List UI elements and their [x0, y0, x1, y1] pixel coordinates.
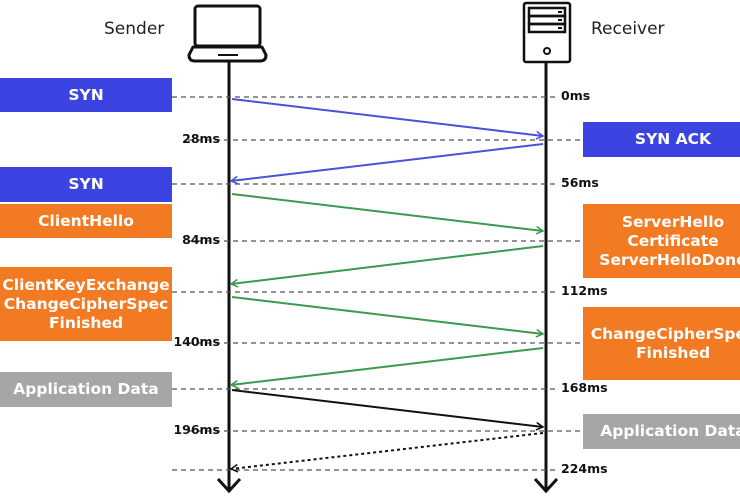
arrow-sender-to-receiver — [231, 193, 543, 231]
message-label: Finished — [635, 343, 711, 362]
receiver-label: Receiver — [591, 19, 665, 39]
receiver-message-box: SYN ACK — [583, 122, 740, 157]
message-label: Application Data — [600, 422, 740, 440]
sender-message-box: SYN — [0, 78, 172, 112]
message-label: ChangeCipherSpec — [590, 324, 740, 343]
time-label: 196ms — [173, 422, 220, 437]
server-icon — [522, 1, 572, 64]
arrow-receiver-to-sender — [231, 245, 544, 284]
message-label: ClientHello — [38, 211, 134, 230]
arrow-sender-to-receiver — [231, 296, 543, 334]
message-label: ChangeCipherSpec — [3, 294, 169, 313]
receiver-lifeline-arrow-icon — [533, 477, 559, 494]
message-label: SYN — [68, 175, 104, 193]
sender-label: Sender — [104, 19, 165, 39]
arrow-receiver-to-sender — [231, 347, 544, 385]
arrow-receiver-to-sender — [231, 432, 544, 469]
message-label: Certificate — [627, 231, 719, 250]
laptop-icon — [187, 4, 268, 63]
time-label: 84ms — [182, 232, 220, 247]
time-label: 0ms — [561, 88, 591, 103]
sender-message-box: SYN — [0, 167, 172, 202]
sender-lifeline-arrow-icon — [216, 477, 242, 494]
time-label: 112ms — [561, 283, 608, 298]
time-label: 224ms — [561, 461, 608, 476]
arrow-receiver-to-sender — [231, 143, 544, 181]
message-label: ServerHelloDone — [599, 250, 740, 269]
receiver-message-box: Application Data — [583, 414, 740, 449]
message-label: Application Data — [13, 380, 159, 398]
message-label: ServerHello — [621, 212, 725, 231]
message-label: SYN — [68, 85, 104, 104]
time-label: 28ms — [182, 131, 220, 146]
message-label: Finished — [48, 313, 124, 332]
message-label: SYN ACK — [634, 130, 712, 148]
message-label: ClientKeyExchange — [2, 275, 170, 294]
sender-message-box: Application Data — [0, 372, 172, 407]
arrow-sender-to-receiver — [231, 98, 543, 136]
time-label: 140ms — [173, 334, 220, 349]
time-label: 168ms — [561, 380, 608, 395]
arrow-sender-to-receiver — [231, 389, 543, 427]
sender-message-box: ClientHello — [0, 204, 172, 238]
time-label: 56ms — [561, 175, 599, 190]
